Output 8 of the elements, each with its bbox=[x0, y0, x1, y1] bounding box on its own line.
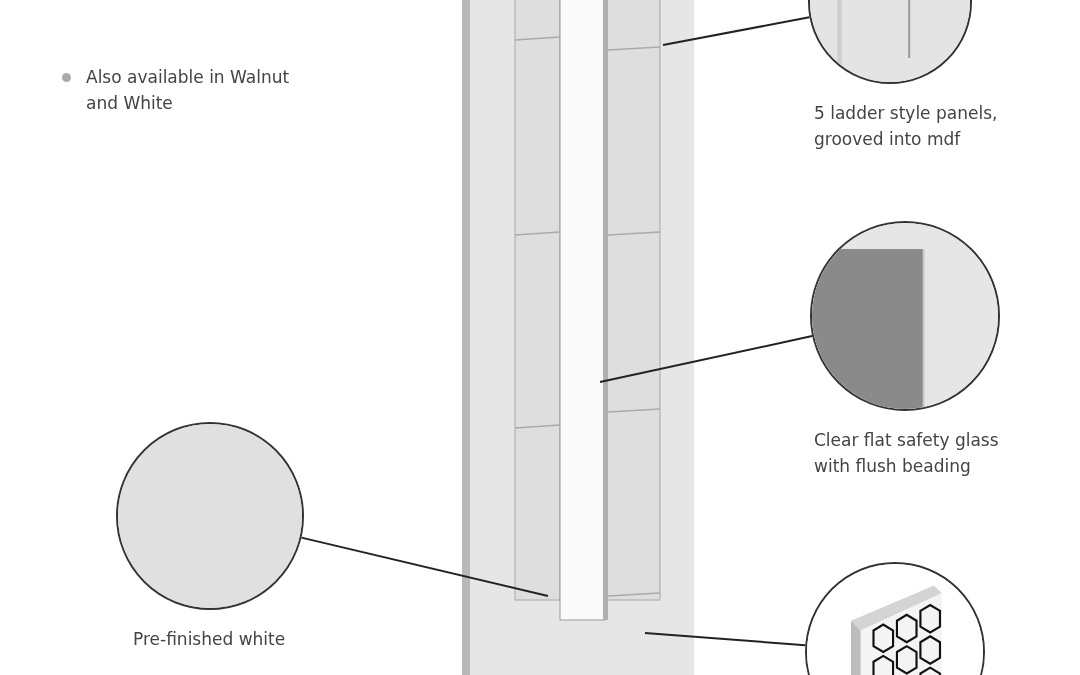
callout-caption: Pre-finished white bbox=[133, 628, 287, 651]
bullet-text: Also available in Walnut and White bbox=[86, 66, 291, 115]
leader-line bbox=[300, 536, 549, 597]
leader-line bbox=[599, 335, 814, 383]
leader-line bbox=[644, 632, 807, 647]
callout-caption: Clear flat safety glass with flush beading bbox=[814, 429, 1000, 478]
callout-caption: 5 ladder style panels, grooved into mdf bbox=[814, 102, 999, 151]
leader-line bbox=[662, 16, 811, 46]
